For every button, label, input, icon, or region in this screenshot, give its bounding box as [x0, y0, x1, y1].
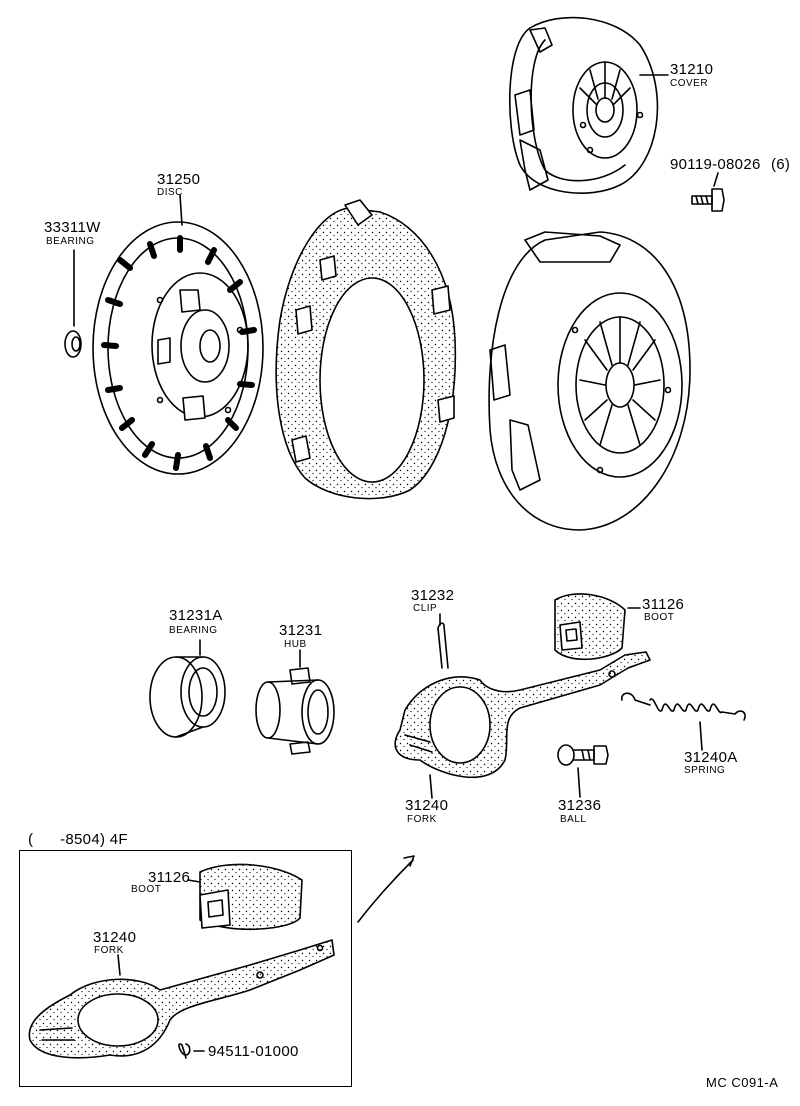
reference-code: MC C091-A — [706, 1075, 779, 1090]
clip-part-name: CLIP — [413, 603, 438, 614]
leader-inset-fork — [117, 954, 121, 976]
leader-bolt — [713, 172, 719, 187]
pilot-bearing-drawing — [64, 330, 82, 358]
spring-part-number: 31240A — [684, 749, 738, 766]
arrow-from-inset — [357, 855, 415, 923]
release-bearing-part-number: 31231A — [169, 607, 223, 624]
inset-frame — [19, 850, 352, 1087]
hub-part-name: HUB — [284, 639, 307, 650]
inset-fork-drawing — [28, 939, 335, 1059]
ball-part-number: 31236 — [558, 797, 602, 814]
hub-drawing — [255, 667, 335, 755]
cover-part-number: 31210 — [670, 61, 714, 78]
leader-ball — [577, 767, 581, 798]
inset-caption: ( -8504) 4F — [28, 831, 128, 848]
pilot-bearing-part-name: BEARING — [46, 236, 95, 247]
boot-part-name: BOOT — [644, 612, 675, 623]
spring-part-name: SPRING — [684, 765, 726, 776]
inset-clip-drawing — [178, 1043, 191, 1059]
disc-part-number: 31250 — [157, 171, 201, 188]
cover-part-name: COVER — [670, 78, 709, 89]
disc-part-name: DISC — [157, 187, 183, 198]
clutch-cover-drawing — [508, 16, 659, 194]
leader-inset-boot — [187, 879, 201, 883]
inset-boot-part-name: BOOT — [131, 884, 162, 895]
inset-fork-part-name: FORK — [94, 945, 124, 956]
bolt-drawing — [691, 188, 725, 212]
bolt-part-number: 90119-08026 — [670, 156, 761, 173]
inset-fork-part-number: 31240 — [93, 929, 137, 946]
spring-drawing — [621, 692, 746, 721]
inset-boot-drawing — [199, 863, 303, 931]
clutch-cover-rear-drawing — [488, 231, 691, 531]
ball-drawing — [557, 744, 609, 766]
clip-part-number: 31232 — [411, 587, 455, 604]
pressure-plate-drawing — [275, 199, 457, 500]
release-bearing-part-name: BEARING — [169, 625, 218, 636]
fork-drawing — [394, 651, 651, 779]
fork-part-name: FORK — [407, 814, 437, 825]
clutch-disc-drawing — [92, 221, 264, 475]
hub-part-number: 31231 — [279, 622, 323, 639]
fork-part-number: 31240 — [405, 797, 449, 814]
boot-part-number: 31126 — [642, 596, 685, 613]
leader-fork — [429, 774, 433, 799]
ball-part-name: BALL — [560, 814, 587, 825]
release-bearing-drawing — [149, 656, 226, 738]
bolt-quantity: (6) — [771, 156, 791, 173]
pilot-bearing-part-number: 33311W — [44, 219, 101, 236]
clip-drawing — [437, 622, 449, 669]
inset-clip-part-number: 94511-01000 — [208, 1043, 299, 1060]
leader-spring — [699, 721, 703, 751]
leader-disc — [179, 194, 183, 226]
inset-boot-part-number: 31126 — [148, 869, 191, 886]
boot-drawing — [554, 593, 626, 661]
